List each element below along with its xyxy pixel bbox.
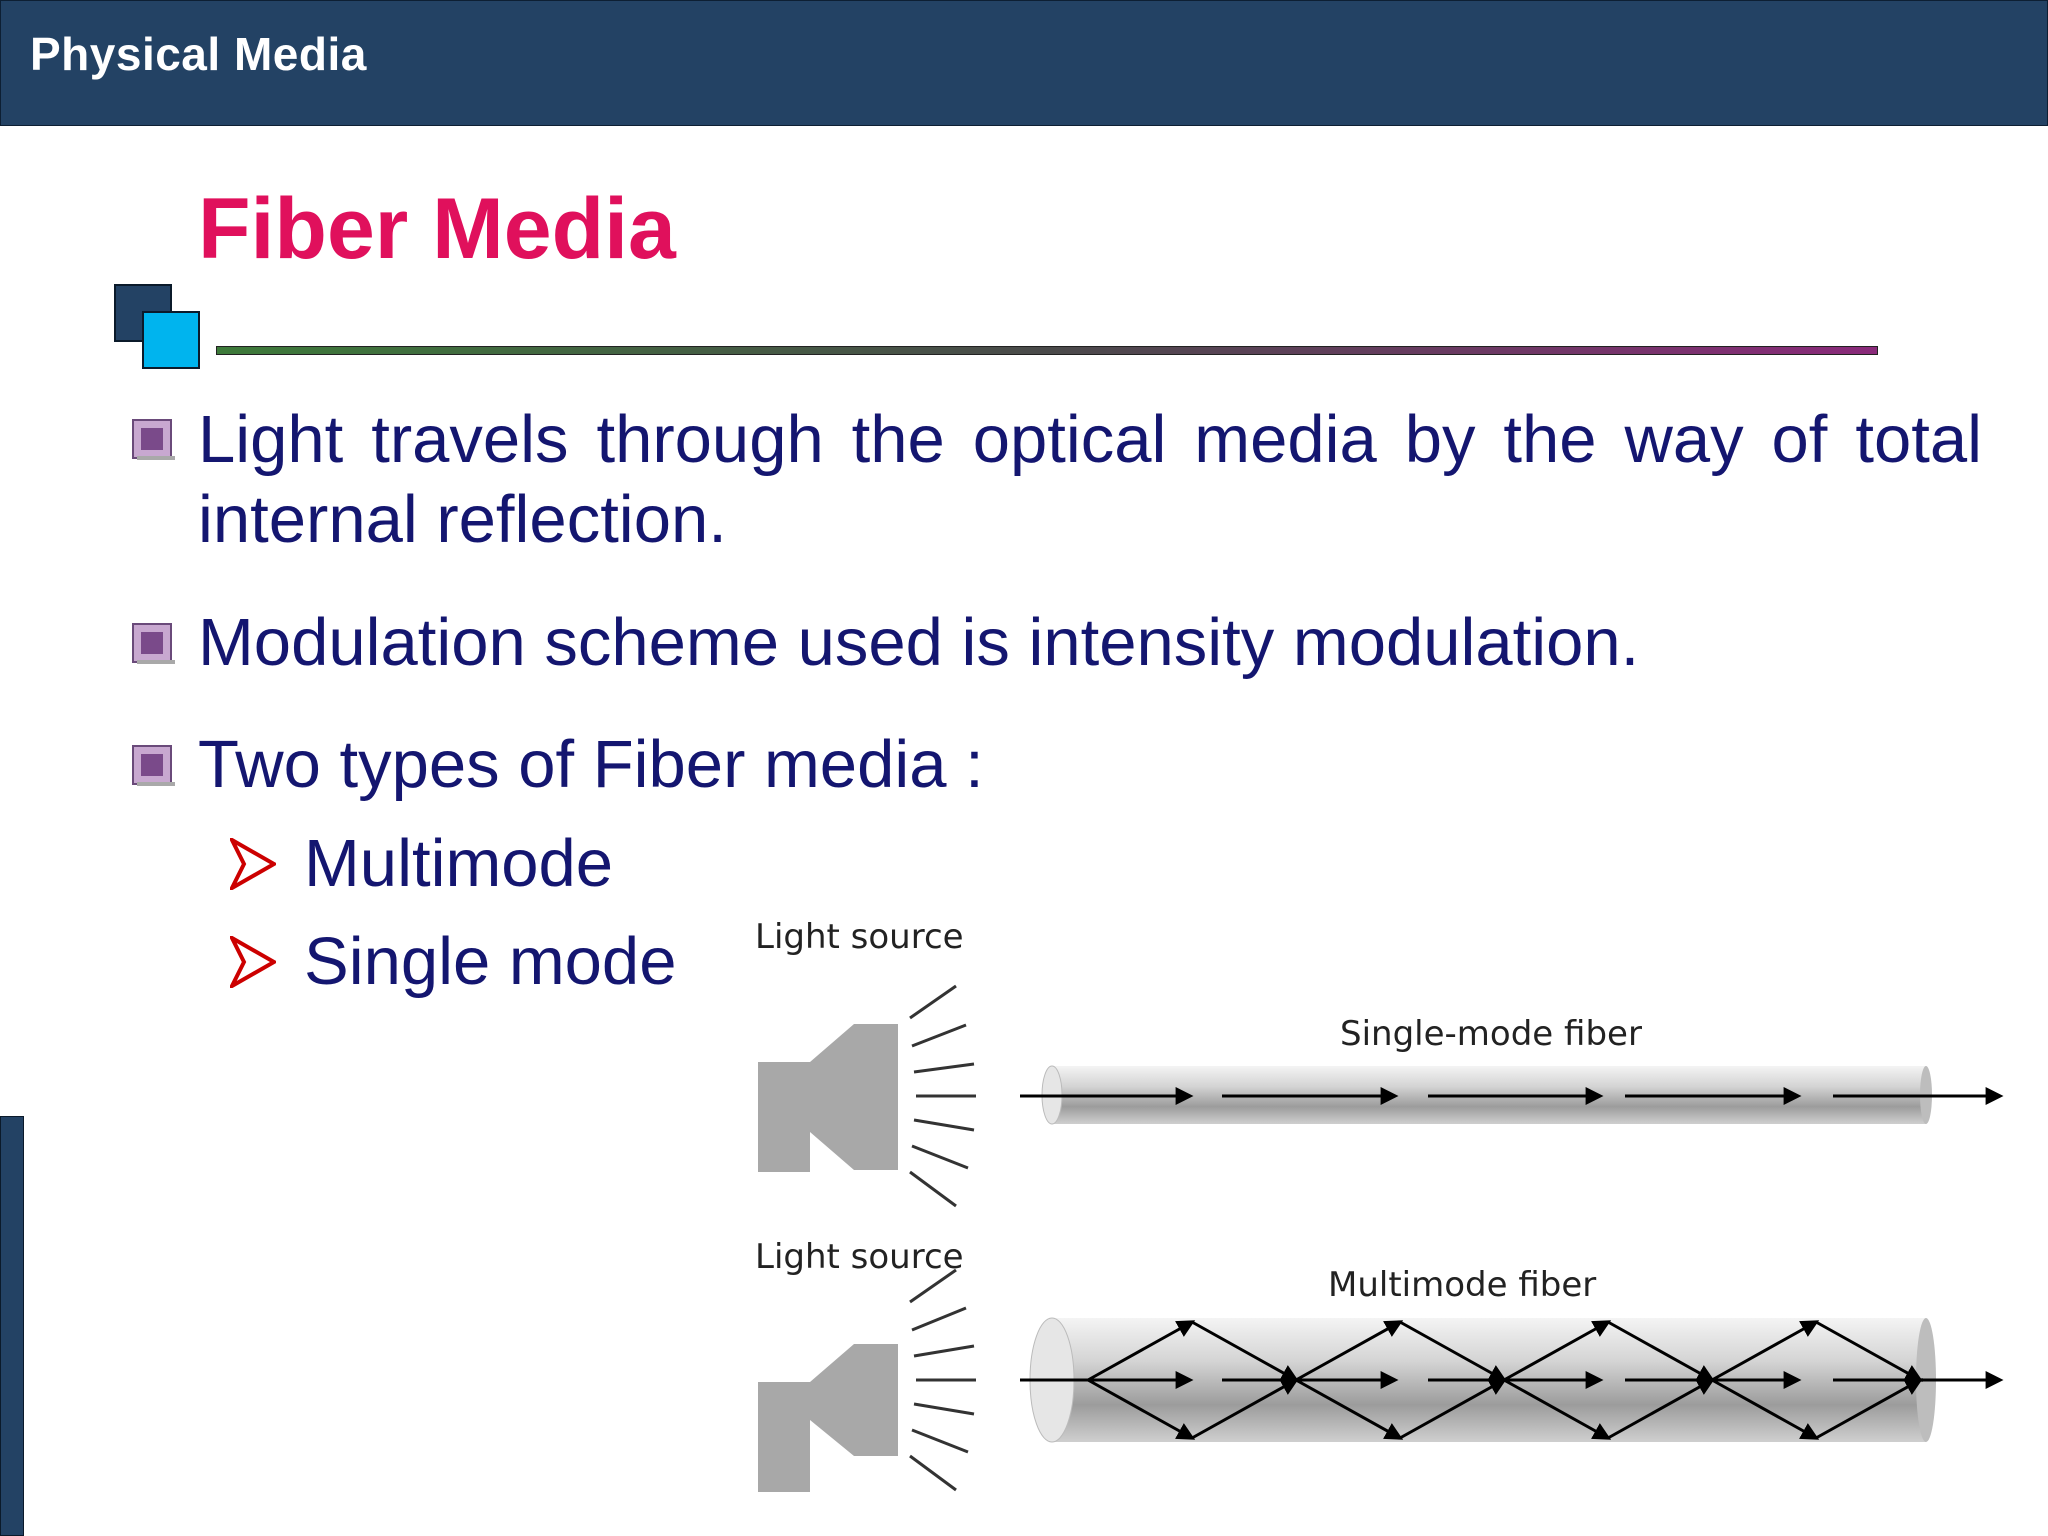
- arrow-bullet-icon: [230, 936, 276, 988]
- bullet-fiber-types: Two types of Fiber media :: [198, 727, 984, 802]
- title-underline: [216, 346, 1878, 355]
- slide-title: Fiber Media: [198, 181, 676, 277]
- square-bullet-icon: [132, 419, 175, 460]
- arrow-bullet-icon: [230, 838, 276, 890]
- bullet-intensity-modulation: Modulation scheme used is intensity modu…: [198, 605, 1640, 680]
- light-source-icon: [758, 1344, 898, 1492]
- square-bullet-icon: [132, 623, 175, 664]
- light-rays: [909, 1268, 976, 1492]
- multimode-light-paths: [1020, 1320, 2004, 1440]
- light-source-icon: [758, 1024, 898, 1172]
- light-rays: [909, 984, 976, 1208]
- sub-item-single-mode: Single mode: [304, 924, 677, 999]
- bullet-total-internal-reflection: Light travels through the optical media …: [198, 402, 1982, 557]
- fiber-mode-diagram: Light source Single-mode fiber Light sou…: [755, 917, 2004, 1492]
- square-bullet-icon: [132, 745, 175, 786]
- multimode-fiber-label: Multimode fiber: [1328, 1265, 1596, 1305]
- header-title: Physical Media: [30, 28, 367, 80]
- decor-square-cyan: [142, 311, 200, 369]
- header-bar: Physical Media: [0, 0, 2048, 126]
- multi-light-source-label: Light source: [755, 1237, 964, 1277]
- single-light-source-label: Light source: [755, 917, 964, 957]
- single-mode-fiber-label: Single-mode fiber: [1340, 1014, 1642, 1054]
- side-accent-strip: [0, 1116, 24, 1536]
- sub-item-multimode: Multimode: [304, 826, 614, 901]
